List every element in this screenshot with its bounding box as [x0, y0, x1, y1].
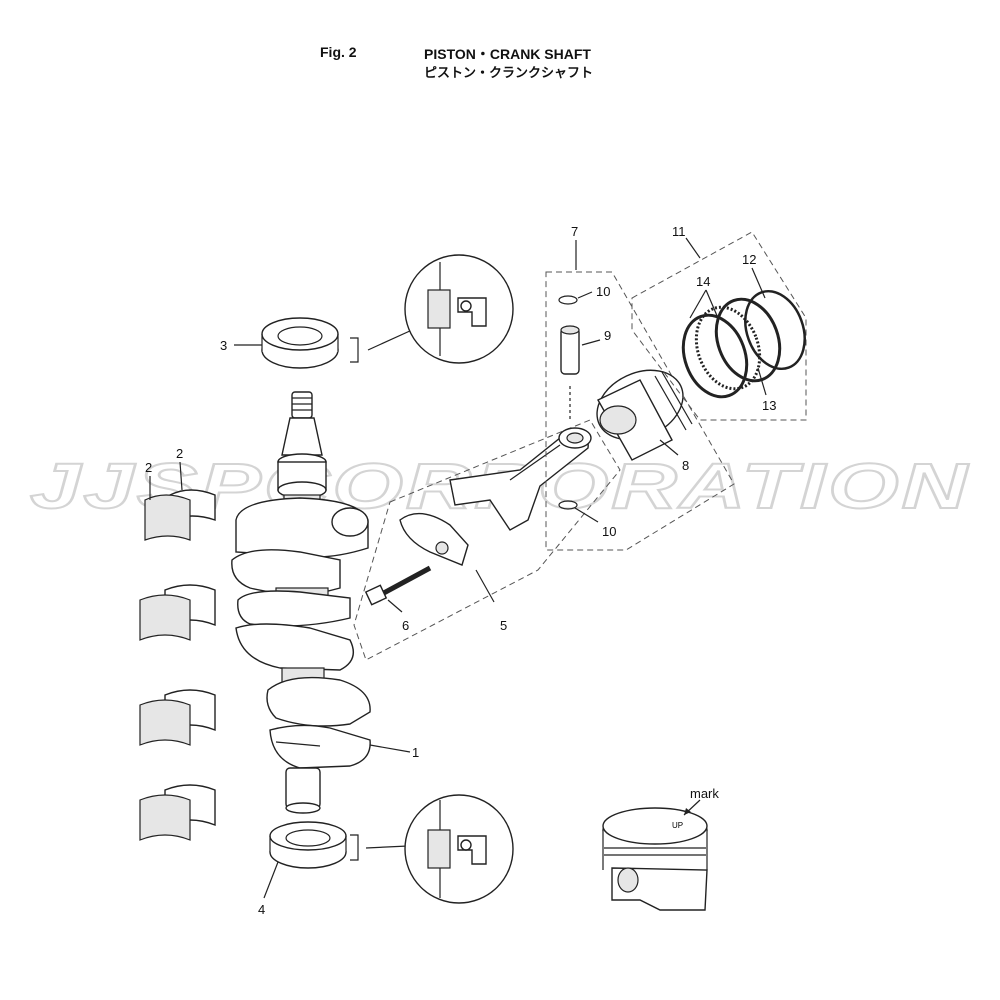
callout-2a: 2: [176, 446, 183, 461]
connecting-rod: [449, 427, 592, 531]
callout-14: 14: [696, 274, 710, 289]
mark-label: mark: [690, 786, 719, 801]
ring-set-outline: [631, 231, 807, 421]
callout-10b: 10: [602, 524, 616, 539]
piston-up-stamp: UP: [672, 821, 683, 830]
figure-title-japanese: ピストン・クランクシャフト: [424, 66, 594, 81]
callout-3: 3: [220, 338, 227, 353]
callout-10a: 10: [596, 284, 610, 299]
piston-mark-detail: UP: [602, 799, 708, 911]
main-bearing-set: [139, 489, 216, 841]
figure-label: Fig. 2: [320, 44, 357, 60]
seal-detail-upper: [350, 254, 514, 364]
callout-1: 1: [412, 745, 419, 760]
callout-6: 6: [402, 618, 409, 633]
callout-12: 12: [742, 252, 756, 267]
callout-4: 4: [258, 902, 265, 917]
callout-7: 7: [571, 224, 578, 239]
main-bearing-upper-1: [144, 489, 216, 541]
conrod-cap: [399, 512, 469, 566]
oil-seal-lower: [269, 821, 347, 869]
piston: [596, 369, 693, 461]
piston-pin: [560, 325, 580, 375]
callout-13: 13: [762, 398, 776, 413]
callout-9: 9: [604, 328, 611, 343]
main-bearing-2: [139, 584, 216, 641]
figure-title-english: PISTON・CRANK SHAFT: [424, 46, 591, 62]
piston-pin-group-outline: [545, 271, 735, 551]
callout-8: 8: [682, 458, 689, 473]
leader-lines: [149, 237, 767, 899]
oil-seal-upper: [261, 317, 339, 369]
callout-11: 11: [672, 224, 686, 239]
piston-pin-clip-lower: [558, 500, 578, 510]
callout-5: 5: [500, 618, 507, 633]
seal-detail-lower: [350, 794, 514, 904]
piston-pin-clip-upper: [558, 295, 578, 305]
main-bearing-4: [139, 784, 216, 841]
main-bearing-3: [139, 689, 216, 746]
piston-ring-set: [681, 289, 806, 399]
crankshaft: [231, 391, 371, 814]
conrod-bolt: [364, 565, 432, 606]
conrod-group-outline: [353, 419, 621, 661]
callout-2b: 2: [145, 460, 152, 475]
